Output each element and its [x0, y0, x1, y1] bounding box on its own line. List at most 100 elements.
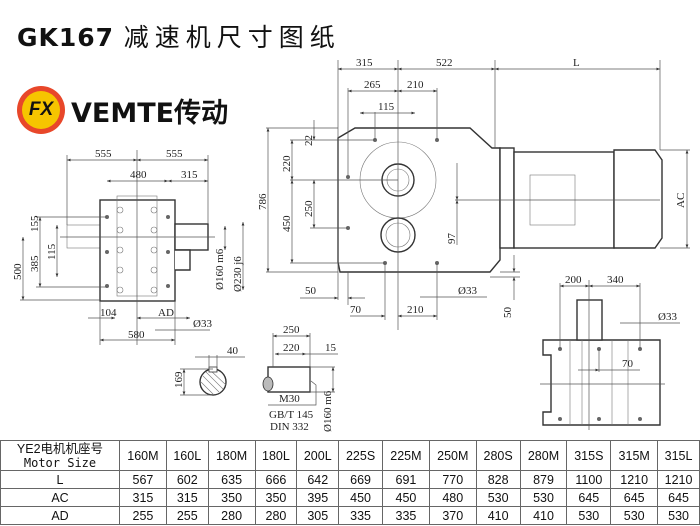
row-label: AD	[0, 506, 120, 525]
size-cell: 315M	[610, 440, 659, 471]
table-cell: 645	[566, 488, 612, 507]
dim-label: L	[573, 57, 580, 69]
dim-label: 115	[46, 243, 58, 260]
brand-name: VEMTE传动	[71, 97, 229, 129]
table-header-row: YE2电机机座号 Motor Size 160M 160L 180M 180L …	[0, 440, 700, 471]
table-cell: 770	[428, 470, 477, 489]
table-cell: 530	[475, 488, 521, 507]
size-cell: 280S	[475, 440, 521, 471]
dim-label: 50	[305, 285, 317, 297]
table-cell: 567	[119, 470, 167, 489]
table-cell: 255	[119, 506, 167, 525]
table-cell: 350	[254, 488, 298, 507]
table-cell: 1210	[610, 470, 659, 489]
table-cell: 335	[382, 506, 430, 525]
dim-label: 580	[128, 329, 145, 341]
row-label: L	[0, 470, 120, 489]
table-cell: 255	[165, 506, 209, 525]
dim-label: 220	[281, 155, 293, 172]
table-cell: 645	[657, 488, 700, 507]
table-cell: 879	[519, 470, 568, 489]
size-cell: 315S	[566, 440, 612, 471]
dim-label: 450	[281, 215, 293, 232]
motor-size-table: YE2电机机座号 Motor Size 160M 160L 180M 180L …	[0, 440, 700, 525]
dim-label: 210	[407, 79, 424, 91]
size-cell: 160M	[119, 440, 167, 471]
size-cell: 180M	[207, 440, 256, 471]
table-cell: 450	[382, 488, 430, 507]
dim-label: 220	[283, 342, 300, 354]
header-en: Motor Size	[23, 455, 97, 470]
row-label: AC	[0, 488, 120, 507]
dim-label: 70	[350, 304, 362, 316]
table-cell: 642	[296, 470, 340, 489]
size-cell: 160L	[165, 440, 209, 471]
dim-label: AC	[675, 193, 687, 208]
table-cell: 370	[428, 506, 477, 525]
header-cn: YE2电机机座号	[16, 441, 104, 456]
dim-label: Ø230 j6	[232, 256, 244, 292]
size-cell: 225S	[338, 440, 383, 471]
dim-label: 555	[166, 148, 183, 160]
table-cell: 602	[165, 470, 209, 489]
dim-label: 250	[303, 200, 315, 217]
table-cell: 1210	[657, 470, 700, 489]
table-cell: 645	[610, 488, 659, 507]
dim-label: 155	[29, 215, 41, 232]
dim-label: 169	[173, 371, 185, 388]
dim-label: 315	[356, 57, 373, 69]
table-cell: 335	[338, 506, 383, 525]
dim-label: 555	[95, 148, 112, 160]
size-cell: 225M	[382, 440, 430, 471]
dim-label: Ø160 m6	[322, 390, 334, 432]
table-cell: 691	[382, 470, 430, 489]
dim-label: 15	[325, 342, 337, 354]
size-cell: 200L	[296, 440, 340, 471]
page-title: GK167 减速机尺寸图纸	[17, 18, 341, 54]
dim-label: 210	[407, 304, 424, 316]
table-cell: 280	[254, 506, 298, 525]
size-cell: 250M	[428, 440, 477, 471]
standard-label: GB/T 145	[269, 409, 314, 421]
size-cell: 280M	[519, 440, 568, 471]
logo-emblem-icon: FX	[17, 86, 65, 134]
dim-label: 200	[565, 274, 582, 286]
table-cell: 828	[475, 470, 521, 489]
dim-label: Ø160 m6	[214, 248, 226, 290]
dim-label: 97	[446, 233, 458, 245]
table-cell: 280	[207, 506, 256, 525]
side-view: 315 522 L 265 210 115 786 220 450 22 250…	[257, 57, 690, 330]
table-cell: 305	[296, 506, 340, 525]
shaft-detail: 250 220 15 M30 GB/T 145 DIN 332 Ø160 m6	[262, 324, 338, 433]
table-cell: 530	[566, 506, 612, 525]
header-cell: YE2电机机座号 Motor Size	[0, 440, 120, 471]
size-cell: 180L	[254, 440, 298, 471]
brand-logo: FX VEMTE传动	[17, 86, 228, 134]
dim-label: 104	[100, 307, 117, 319]
table-cell: 635	[207, 470, 256, 489]
table-cell: 530	[610, 506, 659, 525]
dim-label: 250	[283, 324, 300, 336]
dim-label: Ø33	[458, 285, 477, 297]
dim-label: Ø33	[193, 318, 212, 330]
front-view: 555 555 480 315 155 385 115 500 Ø160 m6 …	[12, 148, 245, 345]
dim-label: Ø33	[658, 311, 677, 323]
table-cell: 1100	[566, 470, 612, 489]
table-cell: 530	[519, 488, 568, 507]
dim-label: 22	[303, 135, 315, 146]
dim-label: 522	[436, 57, 453, 69]
dim-label: 40	[227, 345, 239, 357]
dim-label: 480	[130, 169, 147, 181]
table-cell: 410	[475, 506, 521, 525]
table-cell: 315	[119, 488, 167, 507]
bottom-view: 200 340 Ø33 70	[540, 274, 680, 430]
table-cell: 410	[519, 506, 568, 525]
table-cell: 669	[338, 470, 383, 489]
dim-label: 265	[364, 79, 381, 91]
title-text: 减速机尺寸图纸	[123, 23, 341, 52]
table-cell: 480	[428, 488, 477, 507]
technical-drawing: 555 555 480 315 155 385 115 500 Ø160 m6 …	[12, 57, 690, 433]
